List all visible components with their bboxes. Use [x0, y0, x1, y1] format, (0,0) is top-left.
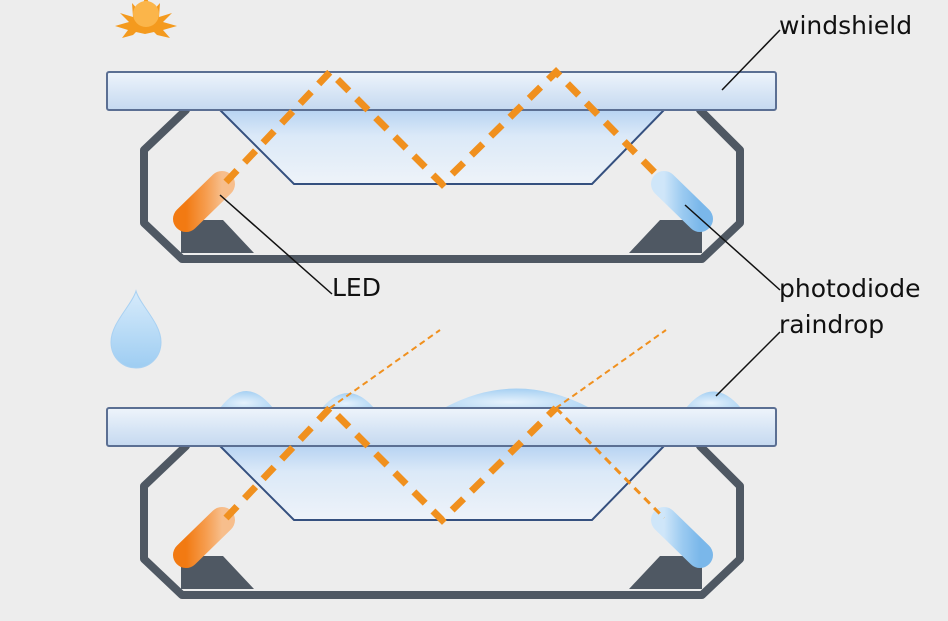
windshield-glass [106, 407, 777, 447]
led [173, 171, 235, 232]
raindrop-on-glass [686, 391, 741, 408]
led-mount [181, 220, 254, 253]
photodiode [651, 507, 713, 568]
sensor-housing [140, 442, 744, 599]
windshield-glass [106, 71, 777, 111]
light-beam-escaping [329, 329, 441, 409]
raindrop-on-glass [444, 388, 590, 408]
light-beam [223, 402, 559, 525]
led [173, 507, 235, 568]
sun-icon [115, 0, 177, 38]
sensor-wet [106, 329, 777, 599]
windshield-leader [721, 29, 781, 91]
windshield-label: windshield [779, 11, 912, 40]
photodiode-mount [629, 220, 702, 253]
light-beam-weak [554, 406, 666, 520]
led-label: LED [332, 273, 381, 302]
led-leader [219, 194, 333, 295]
raindrop-icon [110, 289, 162, 369]
photodiode-leader [684, 204, 781, 291]
raindrop-on-glass [220, 391, 273, 408]
light-beam [223, 66, 663, 189]
sensor-dry [106, 66, 777, 263]
light-beam-escaping [555, 329, 667, 409]
sensor-housing [140, 106, 744, 263]
photodiode-label: photodiode [779, 274, 920, 303]
raindrop-on-glass [322, 393, 374, 408]
photodiode-mount [629, 556, 702, 589]
raindrop-leader [715, 331, 781, 397]
led-mount [181, 556, 254, 589]
raindrop-label: raindrop [779, 310, 884, 339]
